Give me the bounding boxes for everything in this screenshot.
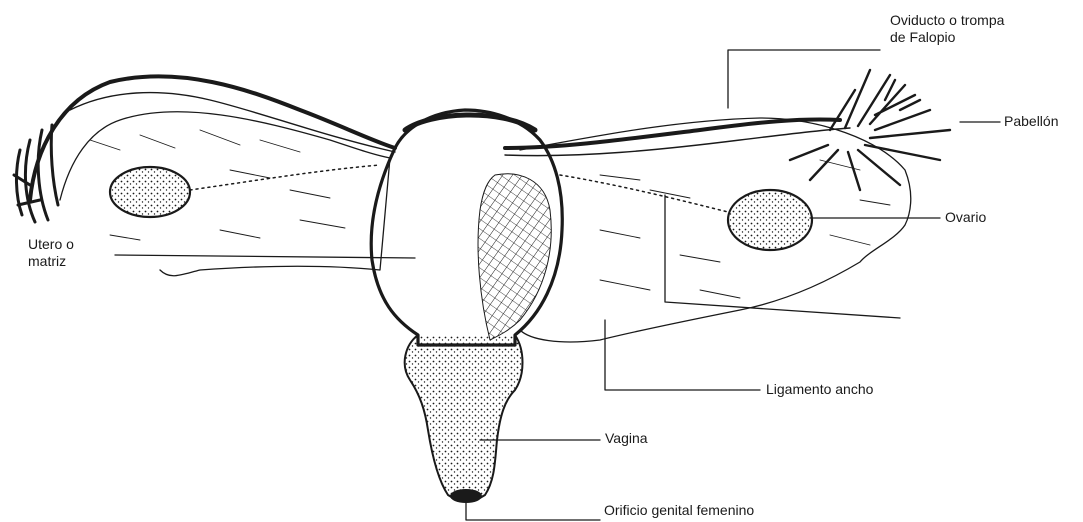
label-ligamento: Ligamento ancho [766, 381, 873, 398]
label-pabellon-text: Pabellón [1004, 113, 1059, 130]
uterus-wall-hatch [478, 174, 551, 340]
label-utero-line1: Utero o [28, 236, 74, 253]
label-oviducto-line2: de Falopio [890, 29, 1004, 46]
right-fimbriae [790, 70, 950, 190]
label-vagina-text: Vagina [605, 430, 648, 447]
label-orificio: Orificio genital femenino [604, 502, 754, 519]
label-pabellon: Pabellón [1004, 113, 1059, 130]
leader-utero [115, 255, 415, 258]
label-oviducto-line1: Oviducto o trompa [890, 12, 1004, 29]
label-ovario: Ovario [945, 209, 986, 226]
right-ovarian-ligament [560, 175, 728, 212]
label-ovario-text: Ovario [945, 209, 986, 226]
label-vagina: Vagina [605, 430, 648, 447]
uterus-fundus [405, 115, 535, 130]
broad-ligament-right [520, 118, 911, 342]
left-ovarian-ligament [190, 165, 380, 190]
leader-ligamento2 [605, 320, 760, 390]
label-utero: Utero o matriz [28, 236, 74, 270]
label-oviducto: Oviducto o trompa de Falopio [890, 12, 1004, 46]
right-ovary [728, 190, 812, 250]
label-utero-line2: matriz [28, 253, 74, 270]
label-ligamento-text: Ligamento ancho [766, 381, 873, 398]
left-ovary [110, 167, 190, 217]
leader-orificio [466, 503, 600, 520]
vagina [405, 335, 523, 500]
genital-orifice [450, 489, 482, 503]
label-orificio-text: Orificio genital femenino [604, 502, 754, 519]
